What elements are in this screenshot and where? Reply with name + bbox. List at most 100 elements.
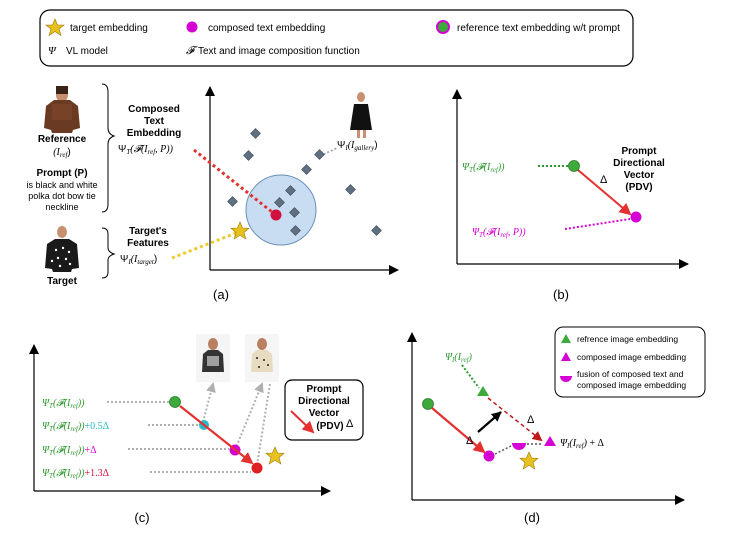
- c-gray-arrow-2: [234, 382, 264, 451]
- d-legend-fusion-2: composed image embedding: [577, 380, 686, 390]
- target-formula: ΨI(Itarget): [120, 254, 157, 266]
- d-fusion-point: [512, 443, 526, 450]
- gallery-diamond: [285, 185, 296, 196]
- prompt-line-1: is black and white: [26, 180, 97, 190]
- b-pdv-1: Prompt: [622, 146, 658, 157]
- gallery-diamond: [274, 197, 285, 208]
- target-star: [230, 221, 250, 240]
- gallery-connector: [319, 147, 338, 157]
- c-pdv-delta: Δ: [346, 418, 354, 430]
- c-pdv-box-arrow: [290, 410, 315, 434]
- b-pdv-3: Vector: [624, 170, 655, 181]
- d-legend-composed-image: composed image embedding: [577, 352, 686, 362]
- caption-b: (b): [553, 287, 569, 302]
- gallery-diamond: [250, 128, 261, 139]
- d-result-formula: ΨI(Iref) + Δ: [560, 438, 605, 450]
- panel-b: ΨT(𝓕(Iref)) Δ ΨT(𝓕(Iref, P)) Prompt Dire…: [452, 89, 689, 302]
- c-pdv-2: Directional: [298, 396, 350, 407]
- d-fusion-dots-left: [494, 445, 512, 455]
- c-formula-1: ΨT(𝓕(Iref)): [42, 398, 85, 410]
- prompt-label: Prompt (P): [36, 168, 87, 179]
- green-triangle-icon: [561, 334, 571, 343]
- d-legend-ref-image: refrence image embedding: [577, 334, 678, 344]
- brace-top: [101, 83, 116, 213]
- gallery-dress-image: [350, 92, 372, 138]
- panel-d: refrence image embedding composed image …: [407, 326, 706, 525]
- d-image-arrow: [487, 397, 543, 442]
- d-delta-1: Δ: [466, 435, 474, 447]
- d-ref-formula: ΨI(Iref): [445, 352, 473, 364]
- prompt-line-2: polka dot bow tie: [28, 191, 96, 201]
- composed-point: [270, 209, 282, 221]
- c-model-image-2: [245, 334, 279, 382]
- gallery-diamond: [290, 225, 301, 236]
- composed-connector: [193, 148, 273, 214]
- gallery-diamond: [314, 149, 325, 160]
- c-pdv-4: (PDV): [316, 421, 343, 432]
- d-legend-box: [554, 326, 706, 398]
- gallery-diamond: [301, 164, 312, 175]
- gallery-diamond: [227, 196, 238, 207]
- legend-box: [39, 9, 634, 67]
- brace-bottom: [101, 227, 116, 279]
- b-delta: Δ: [600, 174, 608, 186]
- reference-label: Reference: [38, 134, 87, 145]
- neighborhood-circle: [245, 174, 317, 246]
- c-formula-4: ΨT(𝓕(Iref))+1.3Δ: [42, 468, 110, 480]
- composed-title-1: Composed: [128, 104, 180, 115]
- d-legend-fusion-1: fusion of composed text and: [577, 369, 684, 379]
- target-blouse-image: [45, 226, 79, 272]
- c-model-image-1: [196, 334, 230, 382]
- gallery-formula: ΨI(Igallery): [337, 140, 378, 152]
- caption-a: (a): [213, 287, 229, 302]
- b-pdv-arrow: [577, 169, 632, 216]
- d-green-dots: [461, 364, 480, 389]
- c-target-star: [265, 446, 285, 465]
- b-composed-point: [630, 211, 642, 223]
- gallery-diamond: [345, 184, 356, 195]
- d-delta-2: Δ: [527, 414, 535, 426]
- caption-d: (d): [524, 510, 540, 525]
- c-pdv-arrow: [179, 405, 254, 465]
- d-composed-text-point: [483, 450, 495, 462]
- legend-vl-model: VL model: [66, 46, 108, 57]
- b-magenta-dots: [564, 218, 631, 230]
- target-label: Target: [47, 276, 77, 287]
- reference-shirt-image: [44, 86, 80, 133]
- c-formula-3: ΨT(𝓕(Iref))+Δ: [42, 445, 97, 457]
- d-black-arrow: [477, 411, 502, 433]
- psi-symbol: Ψ: [48, 45, 57, 57]
- b-pdv-4: (PDV): [625, 182, 652, 193]
- gallery-diamond: [289, 207, 300, 218]
- target-connector: [171, 231, 237, 260]
- gallery-diamond: [371, 225, 382, 236]
- c-pdv-3: Vector: [309, 408, 340, 419]
- c-scaled-delta-point: [251, 462, 263, 474]
- d-reference-point: [422, 398, 434, 410]
- c-reference-point: [169, 396, 181, 408]
- half-circle-icon: [560, 376, 572, 382]
- top-legend: target embedding composed text embedding…: [39, 9, 634, 67]
- legend-composed-text: composed text embedding: [208, 23, 325, 34]
- composed-formula: ΨT(𝓕(Iref, P)): [118, 144, 174, 156]
- b-pdv-2: Directional: [613, 158, 665, 169]
- b-ref-formula: ΨT(𝓕(Iref)): [462, 162, 505, 174]
- caption-c: (c): [134, 510, 149, 525]
- d-text-arrow: [431, 407, 486, 454]
- gallery-diamond: [243, 150, 254, 161]
- targets-features-2: Features: [127, 238, 169, 249]
- d-ref-image-point: [477, 386, 489, 396]
- panel-c: ΨT(𝓕(Iref)) ΨT(𝓕(Iref))+0.5Δ ΨT(𝓕(Iref))…: [29, 334, 364, 525]
- green-dot-icon: [436, 20, 450, 34]
- legend-composition: Text and image composition function: [198, 46, 360, 57]
- d-composed-image-point: [544, 436, 556, 446]
- star-icon: [45, 18, 65, 37]
- c-gray-arrow-3: [256, 383, 271, 466]
- magenta-dot-icon: [186, 21, 198, 33]
- d-target-star: [519, 451, 539, 470]
- legend-reference-text: reference text embedding w/t prompt: [457, 23, 620, 34]
- targets-features-1: Target's: [129, 226, 167, 237]
- c-gray-arrow-1: [202, 382, 216, 423]
- b-reference-point: [568, 160, 580, 172]
